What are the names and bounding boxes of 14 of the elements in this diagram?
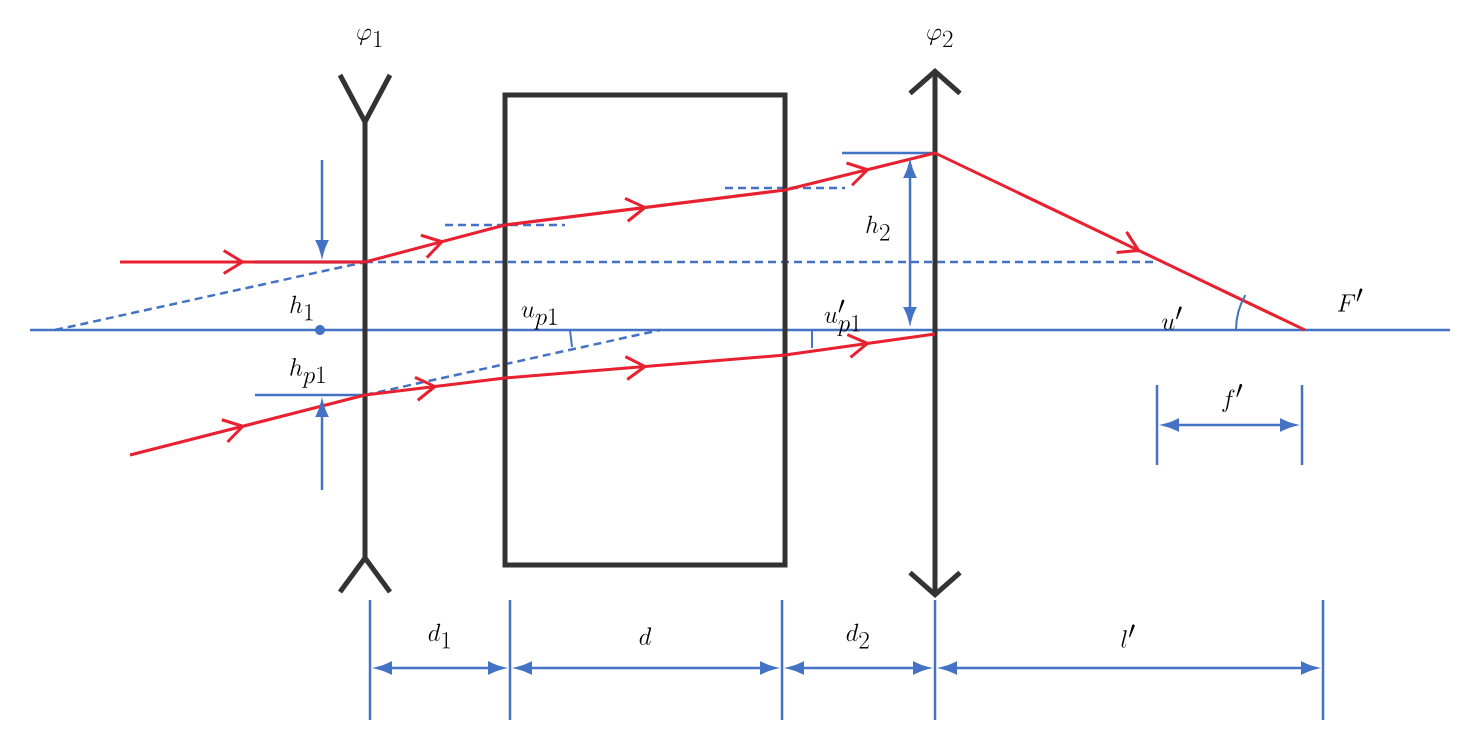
symbol-label: $F'$	[1337, 288, 1363, 312]
symbol-label: $d_2$	[846, 623, 869, 649]
symbol-label: $u_{p1}$	[521, 306, 557, 330]
symbol-label: $u'$	[1162, 306, 1182, 330]
symbol-label: $u'_{p1}$	[824, 299, 860, 337]
symbol-label: $\varphi_2$	[927, 28, 953, 48]
symbol-label: $h_1$	[290, 295, 313, 321]
symbol-label: $f'$	[1222, 384, 1243, 413]
symbol-label: $h_2$	[866, 215, 890, 241]
symbol-label: $d_1$	[428, 623, 450, 649]
symbol-label: $l'$	[1121, 624, 1135, 648]
symbol-label: $h_{p1}$	[290, 358, 325, 388]
symbol-label: $d$	[639, 627, 652, 645]
symbol-label: $\varphi_1$	[357, 28, 382, 48]
